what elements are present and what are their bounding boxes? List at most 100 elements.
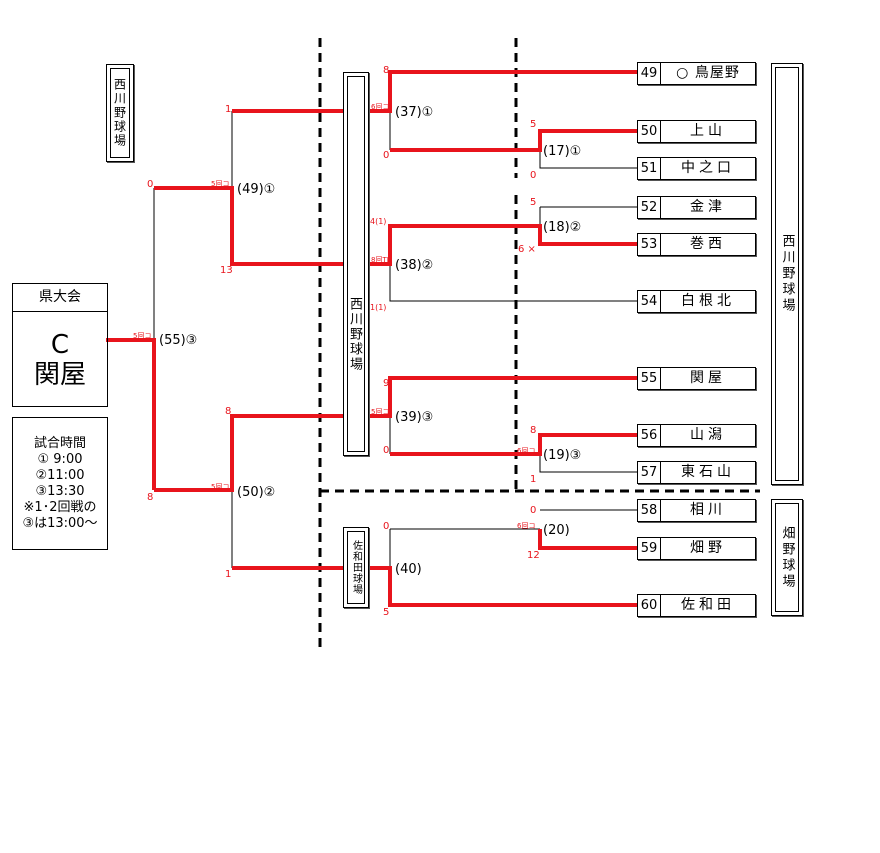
team-box-57: 57 東石山 bbox=[637, 461, 756, 484]
score-g39-note: 5回コ bbox=[371, 408, 389, 416]
score-g49-top: 1 bbox=[225, 104, 231, 115]
game-g37: (37)① bbox=[395, 105, 433, 120]
score-g37-top: 8 bbox=[383, 65, 389, 76]
schedule-note-1: ※1･2回戦の bbox=[23, 500, 97, 515]
score-g18-bot: 6 × bbox=[518, 244, 536, 255]
score-labels: 5 0 5 6 × 8 1 6回コ 0 12 6回コ 8 0 6回コ 4(1) … bbox=[133, 65, 540, 618]
venue-left-top: 西川野球場 bbox=[106, 64, 134, 162]
champion-venue: 関屋 bbox=[33, 360, 86, 390]
win-sekiya bbox=[370, 376, 637, 418]
score-g40-bot: 5 bbox=[383, 607, 389, 618]
schedule-slot-3: ③13:30 bbox=[35, 484, 85, 499]
team-name: 金津 bbox=[690, 199, 726, 215]
game-g50: (50)② bbox=[237, 485, 275, 500]
score-g55-note: 5回コ bbox=[133, 332, 151, 340]
score-g39-bot: 0 bbox=[383, 445, 389, 456]
score-g50-bot: 1 bbox=[225, 569, 231, 580]
score-g55-top: 0 bbox=[147, 179, 153, 190]
score-g40-top: 0 bbox=[383, 521, 389, 532]
win-g49-bot bbox=[154, 186, 345, 266]
team-number: 57 bbox=[638, 462, 661, 483]
score-g50-note: 5回コ bbox=[211, 483, 229, 491]
score-g20-top: 0 bbox=[530, 505, 536, 516]
team-name: 関屋 bbox=[690, 370, 726, 386]
team-box-53: 53 巻西 bbox=[637, 233, 756, 256]
team-box-50: 50 上山 bbox=[637, 120, 756, 143]
score-g37-note: 6回コ bbox=[371, 103, 389, 111]
score-g38-top: 4(1) bbox=[370, 217, 386, 226]
team-box-55: 55 関屋 bbox=[637, 367, 756, 390]
team-number: 55 bbox=[638, 368, 661, 389]
score-g19-note: 6回コ bbox=[517, 447, 535, 455]
team-name: 中之口 bbox=[681, 160, 735, 176]
team-number: 49 bbox=[638, 63, 661, 84]
score-g20-bot: 12 bbox=[527, 550, 540, 561]
team-name: 白根北 bbox=[681, 293, 735, 309]
team-number: 52 bbox=[638, 197, 661, 218]
win-g55 bbox=[106, 338, 156, 490]
team-number: 54 bbox=[638, 291, 661, 312]
venue-right-bottom: 畑野球場 bbox=[771, 499, 803, 616]
team-name: 相川 bbox=[690, 502, 726, 518]
score-g37-bot: 0 bbox=[383, 150, 389, 161]
venue-middle-sawada: 佐和田球場 bbox=[343, 527, 369, 608]
champion-box: C 関屋 bbox=[12, 311, 108, 407]
schedule-note-2: ③は13:00～ bbox=[22, 516, 98, 531]
schedule-heading: 試合時間 bbox=[33, 436, 86, 451]
score-g39-top: 9 bbox=[383, 378, 389, 389]
game-g18: (18)② bbox=[543, 220, 581, 235]
win-sawada bbox=[370, 566, 637, 607]
team-box-58: 58 相川 bbox=[637, 499, 756, 522]
score-g17-top: 5 bbox=[530, 119, 536, 130]
team-name: 東石山 bbox=[681, 464, 735, 480]
schedule-box: 試合時間 ① 9:00 ②11:00 ③13:30 ※1･2回戦の ③は13:0… bbox=[12, 417, 108, 550]
team-box-59: 59 畑野 bbox=[637, 537, 756, 560]
game-g49: (49)① bbox=[237, 182, 275, 197]
win-kamiyama bbox=[390, 129, 637, 152]
venue-right-top: 西川野球場 bbox=[771, 63, 803, 485]
team-name: 山潟 bbox=[690, 427, 726, 443]
score-g19-bot: 1 bbox=[530, 474, 536, 485]
game-g39: (39)③ bbox=[395, 410, 433, 425]
team-name: 上山 bbox=[690, 123, 726, 139]
winner-lines bbox=[106, 70, 637, 607]
tournament-heading: 県大会 bbox=[12, 283, 108, 312]
team-number: 53 bbox=[638, 234, 661, 255]
team-number: 59 bbox=[638, 538, 661, 559]
team-box-52: 52 金津 bbox=[637, 196, 756, 219]
champion-code: C bbox=[50, 330, 70, 360]
score-g20-note: 6回コ bbox=[517, 522, 535, 530]
score-g50-top: 8 bbox=[225, 406, 231, 417]
team-box-56: 56 山潟 bbox=[637, 424, 756, 447]
win-makinishi bbox=[370, 224, 637, 266]
win-g50-top bbox=[154, 414, 345, 492]
team-number: 58 bbox=[638, 500, 661, 521]
score-g38-note: 8回TB bbox=[371, 256, 392, 264]
score-g49-bot: 13 bbox=[220, 265, 233, 276]
score-g18-top: 5 bbox=[530, 197, 536, 208]
team-box-54: 54 白根北 bbox=[637, 290, 756, 313]
score-g19-top: 8 bbox=[530, 425, 536, 436]
team-number: 50 bbox=[638, 121, 661, 142]
team-number: 51 bbox=[638, 158, 661, 179]
team-box-49: 49 ○ 鳥屋野 bbox=[637, 62, 756, 85]
venue-middle-main: 西川野球場 bbox=[343, 72, 369, 456]
score-g17-bot: 0 bbox=[530, 170, 536, 181]
score-g38-bot: 1(1) bbox=[370, 303, 386, 312]
game-g19: (19)③ bbox=[543, 448, 581, 463]
game-g17: (17)① bbox=[543, 144, 581, 159]
team-name: 畑野 bbox=[690, 540, 726, 556]
game-labels: (17)① (18)② (19)③ (20) (37)① (38)② (39)③… bbox=[159, 105, 581, 577]
game-g55: (55)③ bbox=[159, 333, 197, 348]
win-toriyano bbox=[370, 70, 637, 113]
score-g49-note: 5回コ bbox=[211, 180, 229, 188]
game-g40: (40) bbox=[395, 562, 422, 577]
game-g38: (38)② bbox=[395, 258, 433, 273]
game-g20: (20) bbox=[543, 523, 570, 538]
team-name: ○ 鳥屋野 bbox=[676, 65, 740, 81]
win-hatano bbox=[538, 529, 637, 550]
team-box-51: 51 中之口 bbox=[637, 157, 756, 180]
team-box-60: 60 佐和田 bbox=[637, 594, 756, 617]
team-name: 佐和田 bbox=[681, 597, 735, 613]
